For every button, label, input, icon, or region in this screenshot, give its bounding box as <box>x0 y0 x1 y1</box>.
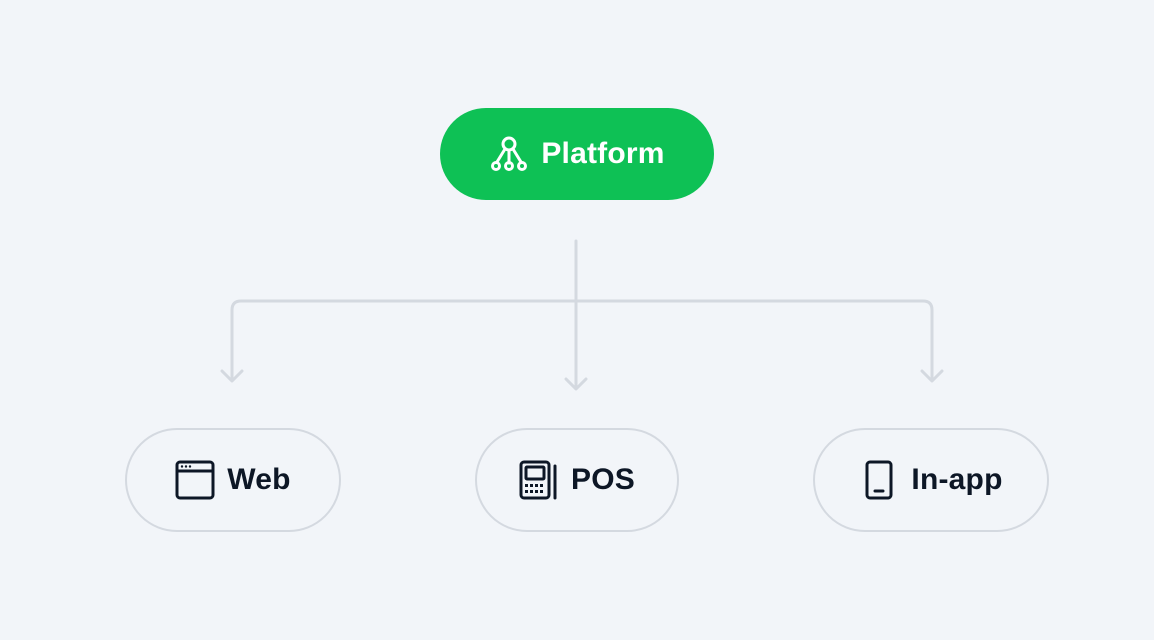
smartphone-icon <box>859 460 899 500</box>
in-app-node: In-app <box>813 428 1049 532</box>
arrowhead-inapp <box>920 369 944 383</box>
arrowhead-pos <box>564 377 588 391</box>
web-label: Web <box>227 463 291 496</box>
in-app-label: In-app <box>911 463 1003 496</box>
pos-node: POS <box>475 428 679 532</box>
branch-line <box>230 299 934 382</box>
pos-terminal-icon <box>519 460 559 500</box>
web-node: Web <box>125 428 341 532</box>
branch-network-icon <box>489 134 529 174</box>
pos-label: POS <box>571 463 635 496</box>
arrowhead-web <box>220 369 244 383</box>
platform-node: Platform <box>440 108 714 200</box>
browser-window-icon <box>175 460 215 500</box>
platform-label: Platform <box>541 137 665 170</box>
